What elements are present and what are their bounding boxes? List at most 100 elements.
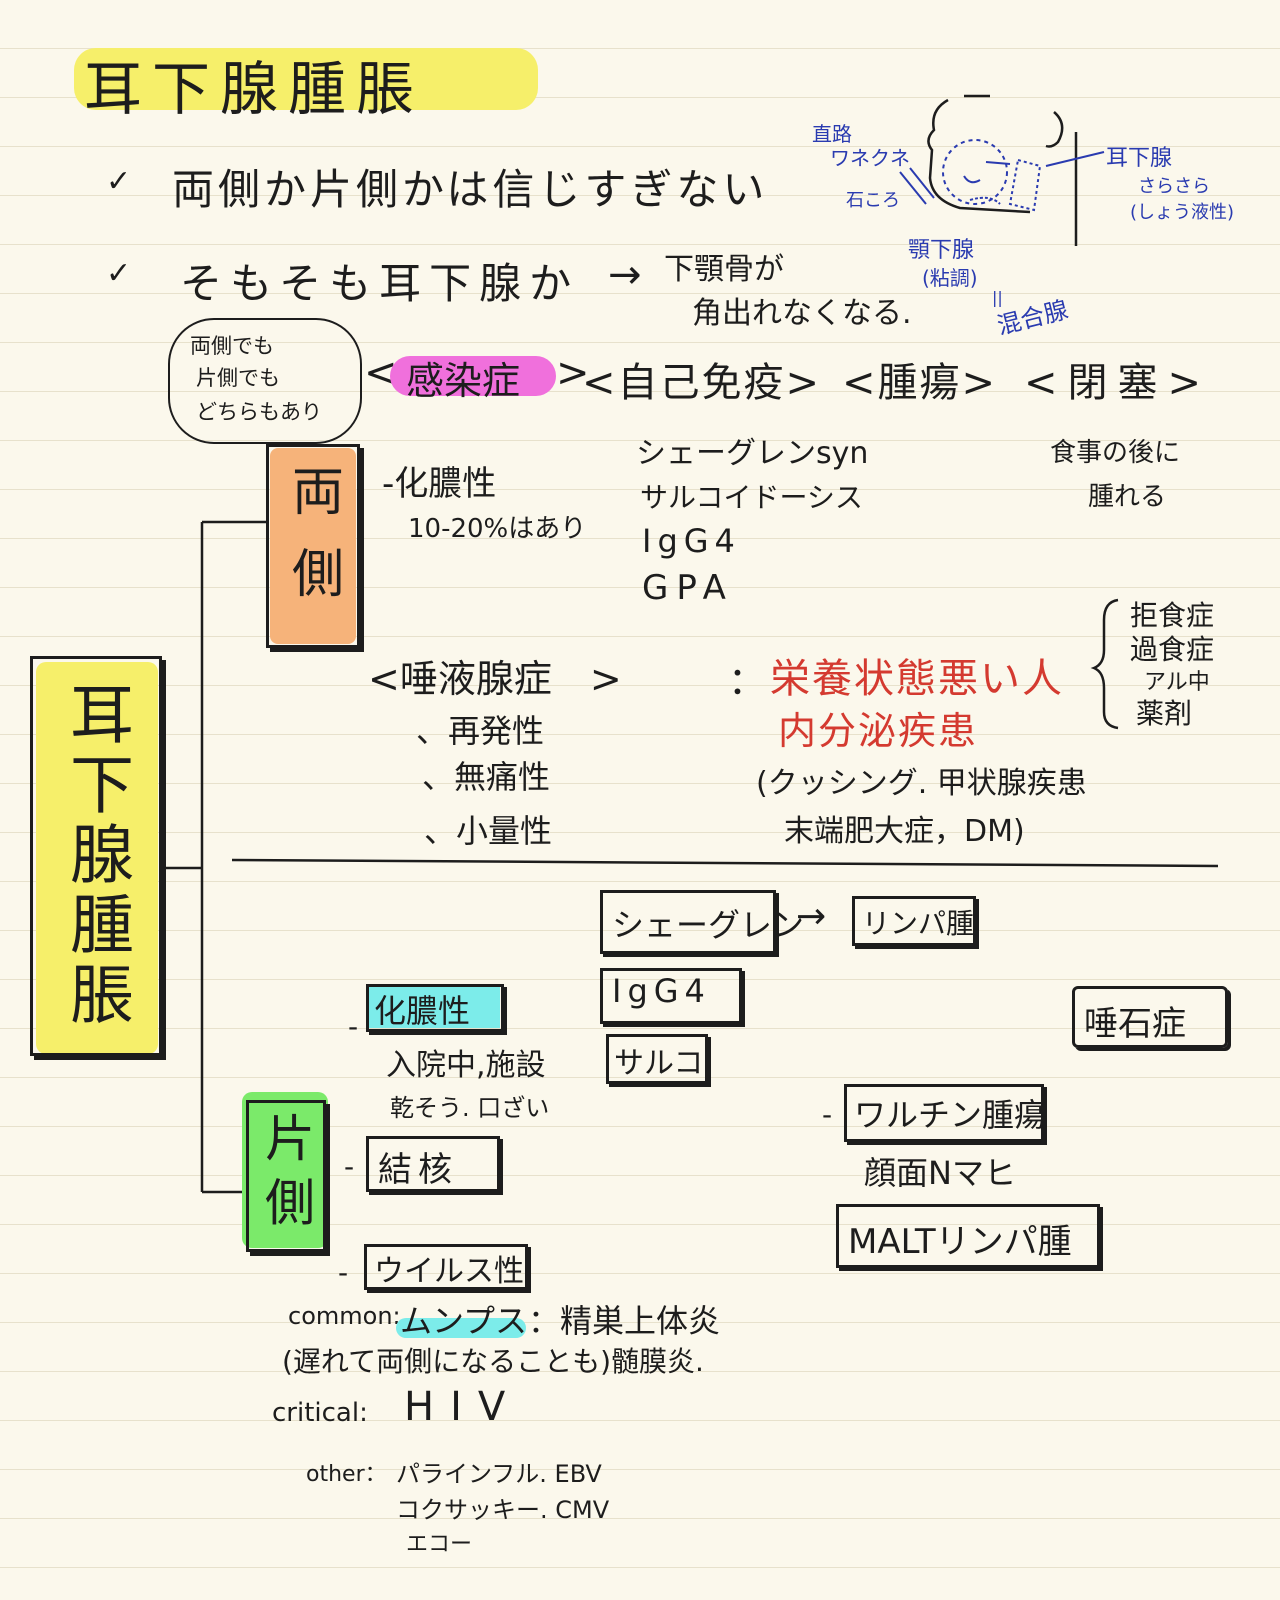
section-divider [231,858,1219,868]
face-sketch-icon [927,94,1078,246]
mumps-note: (遅れて両側になることも)髄膜炎. [282,1345,704,1378]
bubble-line-2: 片側でも [196,366,280,390]
bilateral-suppurative-rate: 10-20%はあり [408,514,587,544]
category-obstruction: <閉塞> [1024,360,1212,406]
bubble-line-3: どちらもあり [196,400,322,424]
sjogren-box [600,890,776,954]
bilateral-node: 両側 [266,444,360,648]
bilateral-label: 両側 [282,464,343,628]
unilateral-label: 片側 [257,1112,315,1240]
parotid-label-2: さらさら [1138,176,1210,197]
brace-item-4: 薬剤 [1136,697,1193,730]
obstruction-note-2: 腫れる [1088,482,1167,512]
obstruction-note-1: 食事の後に [1050,438,1181,468]
title-highlight [74,48,538,110]
submandibular-label-3: || [992,288,1003,307]
mumps-label: ムンプス [400,1302,528,1340]
bilateral-highlight [270,448,356,644]
main-node-highlight [36,662,158,1054]
duct-label-1: 直路 [812,122,852,146]
sialadenosis-feature-1: 、再発性 [416,712,545,750]
submandibular-label-2: (粘調) [922,266,978,290]
stone-label: 唾石症 [1084,1004,1186,1044]
common-label: common: [288,1302,401,1330]
critical-value: HIV [404,1384,522,1430]
warthin-box [844,1084,1044,1142]
sialadenosis-heading: <唾液腺症 > [368,657,622,701]
page-title: 耳下腺腫脹 [84,55,425,123]
other-item-1: パラインフル. EBV [396,1460,602,1488]
mumps-highlight [396,1318,526,1338]
autoimmune-item-2: サルコイドーシス [640,481,863,514]
suppurative-highlight [366,986,500,1028]
cause-nutrition: 栄養状態悪い人 [770,656,1064,702]
malt-label: MALTリンパ腫 [848,1222,1072,1262]
category-infection: 感染症 [406,359,521,403]
mumps-complication: ：精巣上体炎 [528,1302,721,1340]
infection-highlight [390,356,556,396]
dash-icon: - [348,1010,359,1043]
other-item-3: エコー [406,1532,473,1557]
speech-bubble [168,318,362,444]
dash-icon: - [344,1150,355,1183]
submandibular-label-1: 顎下腺 [908,238,975,263]
check-icon: ✓ [106,164,132,199]
other-label: other： [306,1462,387,1487]
autoimmune-item-3: IgG4 [642,522,741,560]
unilateral-highlight [242,1092,328,1248]
sarco-label: サルコ [614,1046,704,1081]
brace-item-2: 過食症 [1130,633,1215,666]
check-item-2: そもそも耳下腺か [180,259,580,308]
igg4-box [600,968,742,1024]
submandibular-label-4: 混合腺 [994,295,1071,341]
parotid-label-3: (しょう液性) [1130,202,1235,223]
dash-icon: - [338,1256,349,1289]
unilateral-suppurative: 化膿性 [374,992,471,1030]
tb-box [366,1136,500,1192]
sialadenosis-colon: ： [728,659,767,703]
arrow-icon: → [608,252,642,298]
sialadenosis-feature-3: 、小量性 [424,812,553,850]
check-icon: ✓ [106,256,132,291]
category-bracket-close: > [556,350,590,396]
sjogren-label: シェーグレン [612,906,805,944]
category-tumor: <腫瘍> [842,360,998,406]
critical-label: critical: [272,1398,368,1428]
arrow-icon: → [796,896,827,937]
main-node: 耳下腺腫脹 [30,656,162,1056]
check-item-1: 両側か片側かは信じすぎない [172,165,769,214]
unilateral-suppurative-box [366,984,504,1032]
gland-diagram-icon [899,139,1105,212]
sialadenosis-feature-2: 、無痛性 [422,758,551,796]
suppurative-note-1: 入院中,施設 [386,1048,546,1083]
autoimmune-item-1: シェーグレンsyn [636,436,869,471]
main-node-text: 耳下腺腫脹 [59,681,133,1031]
suppurative-note-2: 乾そう. 口ざい [390,1094,550,1122]
category-autoimmune: <自己免疫> [582,360,822,406]
endocrine-detail-2: 末端肥大症，DM) [784,814,1025,849]
bubble-line-1: 両側でも [190,334,274,358]
other-item-2: コクサッキー. CMV [396,1496,610,1524]
malt-box [836,1204,1100,1268]
viral-label: ウイルス性 [374,1254,524,1289]
facial-palsy-label: 顔面Nマヒ [864,1154,1016,1192]
brace-item-3: アル中 [1144,670,1210,695]
parotid-label-1: 耳下腺 [1106,146,1173,171]
viral-box [364,1244,528,1290]
lymphoma-box [852,896,976,946]
dash-icon: - [822,1098,833,1131]
stone-box [1072,986,1228,1048]
lymphoma-label: リンパ腫 [862,907,975,940]
cause-endocrine: 内分泌疾患 [778,709,979,753]
sarco-box [606,1034,708,1084]
bilateral-suppurative: -化膿性 [382,464,497,504]
mandible-note-1: 下顎骨が [664,252,784,287]
igg4-label: IgG4 [612,972,711,1010]
mandible-note-2: 角出れなくなる. [692,296,912,331]
autoimmune-item-4: GPA [642,568,734,608]
endocrine-detail-1: (クッシング. 甲状腺疾患 [756,766,1087,801]
brace-icon [1090,598,1119,730]
duct-label-3: 石ころ [846,190,900,211]
tb-label: 結核 [378,1150,458,1190]
brace-item-1: 拒食症 [1130,599,1215,632]
